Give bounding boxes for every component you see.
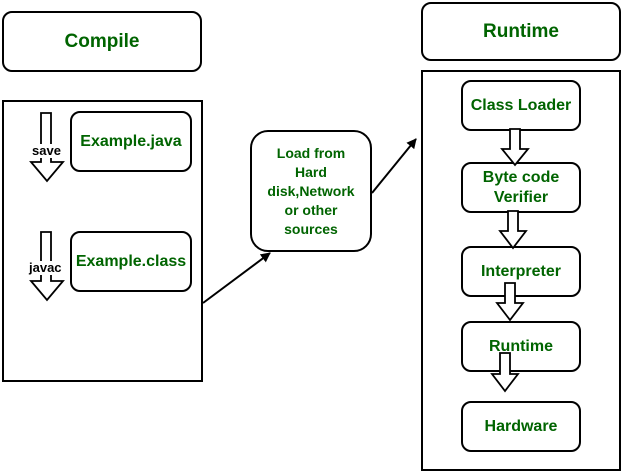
verifier-to-interpreter-arrow	[498, 210, 528, 250]
example-class-box: Example.class	[70, 231, 192, 292]
compile-to-load-arrow	[202, 252, 271, 304]
runtime-header-box: Runtime	[421, 2, 621, 61]
runtime-header-title: Runtime	[483, 20, 559, 42]
compile-header-title: Compile	[64, 30, 140, 52]
load-source-line: disk,Network	[267, 182, 355, 199]
class-loader-label: Class Loader	[470, 96, 572, 114]
save-label: save	[31, 143, 62, 158]
example-class-label: Example.class	[75, 252, 187, 270]
loader-to-verifier-arrow	[500, 128, 530, 167]
example-java-box: Example.java	[70, 111, 192, 172]
bytecode-verifier-box: Byte code Verifier	[461, 162, 581, 213]
load-source-line: sources	[284, 220, 338, 237]
javac-label: javac	[28, 260, 63, 275]
runtime-stage-label: Runtime	[489, 337, 553, 355]
load-source-line: Hard	[295, 163, 327, 180]
compile-header-box: Compile	[2, 11, 202, 72]
interpreter-to-runtime-arrow	[495, 282, 525, 322]
runtime-stage-box: Runtime	[461, 321, 581, 372]
example-java-label: Example.java	[80, 132, 182, 150]
load-source-label: Load from Hard disk,Network or other sou…	[252, 132, 370, 250]
load-source-box: Load from Hard disk,Network or other sou…	[250, 130, 372, 252]
hardware-box: Hardware	[461, 401, 581, 452]
load-to-runtime-arrow	[371, 138, 417, 194]
class-loader-box: Class Loader	[461, 80, 581, 131]
bytecode-verifier-text: Byte code Verifier	[482, 168, 560, 206]
interpreter-box: Interpreter	[461, 246, 581, 297]
hardware-label: Hardware	[484, 417, 558, 435]
bytecode-verifier-label: Byte code Verifier	[463, 164, 579, 211]
load-source-line: or other	[284, 201, 338, 218]
runtime-to-hardware-arrow	[490, 352, 520, 393]
load-source-line: Load from	[276, 144, 346, 161]
interpreter-label: Interpreter	[480, 262, 562, 280]
